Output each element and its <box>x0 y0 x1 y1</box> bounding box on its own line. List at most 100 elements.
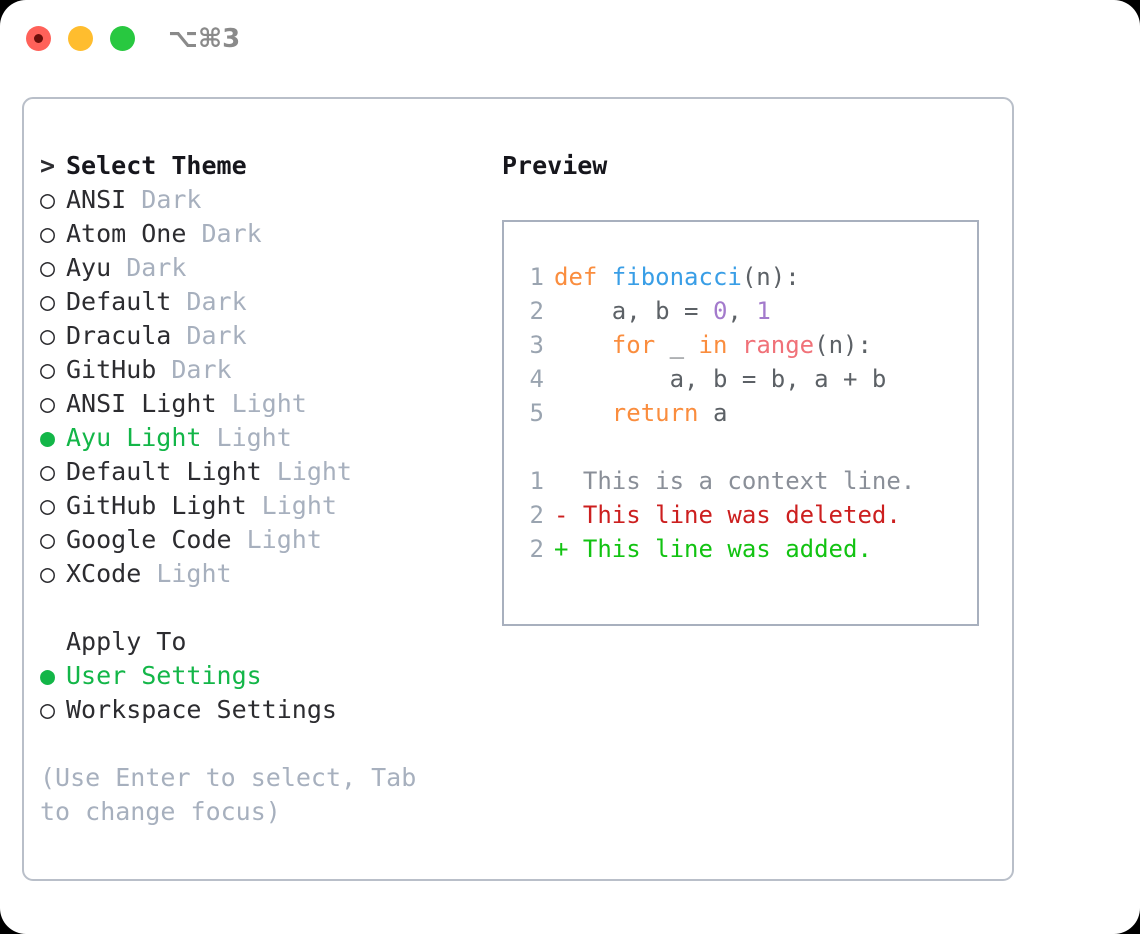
code-token: in <box>698 331 728 359</box>
theme-name: Ayu <box>66 253 112 282</box>
code-token: _ <box>655 331 699 359</box>
theme-list-item[interactable]: ○ Dracula Dark <box>40 319 490 353</box>
theme-list-item[interactable]: ○XCode Light <box>40 557 490 591</box>
code-line: 3 for _ in range(n): <box>504 328 977 362</box>
radio-unselected-icon: ○ <box>40 219 56 248</box>
diff-line: 2+ This line was added. <box>504 532 977 566</box>
theme-variant-badge: Light <box>201 423 292 452</box>
theme-list-item[interactable]: ○ Atom One Dark <box>40 217 490 251</box>
radio-unselected-icon: ○ <box>40 695 56 724</box>
line-number: 2 <box>529 297 544 325</box>
theme-list-item[interactable]: ○ Ayu Dark <box>40 251 490 285</box>
theme-name: Dracula <box>66 321 172 350</box>
line-number: 5 <box>529 399 544 427</box>
cursor-marker-icon: > <box>40 151 56 180</box>
code-token <box>554 399 612 427</box>
theme-list-item[interactable]: ○ANSI Dark <box>40 183 490 217</box>
apply-to-option-label: User Settings <box>66 661 262 690</box>
diff-text: This line was added. <box>568 535 872 563</box>
theme-list: ○ANSI Dark○Atom One Dark○Ayu Dark○Defaul… <box>40 183 490 591</box>
code-spacer <box>504 430 977 464</box>
theme-list-item[interactable]: ○Google Code Light <box>40 523 490 557</box>
theme-name: Atom One <box>66 219 187 248</box>
theme-variant-badge: Light <box>261 457 352 486</box>
code-line: 2 a, b = 0, 1 <box>504 294 977 328</box>
theme-list-item[interactable]: ○Default Light Light <box>40 455 490 489</box>
theme-variant-badge: Light <box>231 525 322 554</box>
code-token: a, b = b, a + b <box>554 365 887 393</box>
preview-title: Preview <box>502 151 608 180</box>
theme-variant-badge: Dark <box>126 185 202 214</box>
radio-unselected-icon: ○ <box>40 457 56 486</box>
code-token: 1 <box>756 297 771 325</box>
theme-variant-badge: Dark <box>171 287 247 316</box>
apply-to-label: Apply To <box>66 627 187 656</box>
theme-name: GitHub <box>66 355 157 384</box>
apply-to-heading: Apply To <box>40 625 490 659</box>
close-button[interactable] <box>26 26 51 51</box>
content-frame: >Select Theme ○ANSI Dark○Atom One Dark○A… <box>22 97 1014 881</box>
radio-selected-icon: ● <box>40 661 56 690</box>
theme-list-item[interactable]: ○ANSI Light Light <box>40 387 490 421</box>
line-number: 3 <box>529 331 544 359</box>
theme-variant-badge: Dark <box>111 253 187 282</box>
theme-variant-badge: Dark <box>156 355 232 384</box>
page-title: Select Theme <box>66 151 247 180</box>
code-line: 5 return a <box>504 396 977 430</box>
diff-text: This line was deleted. <box>568 501 901 529</box>
code-token: (n): <box>814 331 872 359</box>
code-token: return <box>611 399 699 427</box>
theme-list-item[interactable]: ●Ayu Light Light <box>40 421 490 455</box>
theme-list-item[interactable]: ○GitHub Dark <box>40 353 490 387</box>
theme-variant-badge: Light <box>216 389 307 418</box>
radio-unselected-icon: ○ <box>40 287 56 316</box>
line-number: 2 <box>529 501 544 529</box>
apply-to-item[interactable]: ● User Settings <box>40 659 490 693</box>
code-token: 0 <box>712 297 728 325</box>
diff-text: This is a context line. <box>568 467 916 495</box>
code-token: for <box>611 331 656 359</box>
line-number: 1 <box>529 467 544 495</box>
help-text: (Use Enter to select, Tab to change focu… <box>40 763 417 826</box>
radio-unselected-icon: ○ <box>40 491 56 520</box>
theme-variant-badge: Dark <box>186 219 262 248</box>
theme-variant-badge: Light <box>141 559 232 588</box>
apply-to-list: ● User Settings ○Workspace Settings <box>40 659 490 727</box>
theme-variant-badge: Dark <box>171 321 247 350</box>
code-token: a, b = <box>554 297 713 325</box>
line-number: 4 <box>529 365 544 393</box>
minimize-button[interactable] <box>68 26 93 51</box>
theme-name: ANSI Light <box>66 389 217 418</box>
line-number: 2 <box>529 535 544 563</box>
code-line: 4 a, b = b, a + b <box>504 362 977 396</box>
diff-sign: - <box>554 501 569 529</box>
theme-name: XCode <box>66 559 142 588</box>
code-token <box>727 331 741 359</box>
theme-name: GitHub Light <box>66 491 247 520</box>
code-token: , <box>727 297 757 325</box>
radio-unselected-icon: ○ <box>40 253 56 282</box>
diff-sign <box>554 467 568 495</box>
diff-block: 1 This is a context line. 2- This line wa… <box>504 464 977 566</box>
traffic-light-buttons <box>26 26 135 51</box>
code-token: range <box>741 331 815 359</box>
apply-to-item[interactable]: ○Workspace Settings <box>40 693 490 727</box>
title-bar: ⌥⌘3 <box>0 0 1140 80</box>
theme-variant-badge: Light <box>246 491 337 520</box>
theme-list-item[interactable]: ○ Default Dark <box>40 285 490 319</box>
line-number: 1 <box>529 263 544 291</box>
code-token: (n): <box>741 263 800 291</box>
theme-name: Default <box>66 287 172 316</box>
radio-unselected-icon: ○ <box>40 321 56 350</box>
theme-list-item[interactable]: ○ GitHub Light Light <box>40 489 490 523</box>
diff-line: 2- This line was deleted. <box>504 498 977 532</box>
select-theme-heading: > Select Theme <box>40 149 490 183</box>
maximize-button[interactable] <box>110 26 135 51</box>
code-token: def <box>554 263 612 291</box>
keyboard-shortcut-label: ⌥⌘3 <box>168 24 241 54</box>
